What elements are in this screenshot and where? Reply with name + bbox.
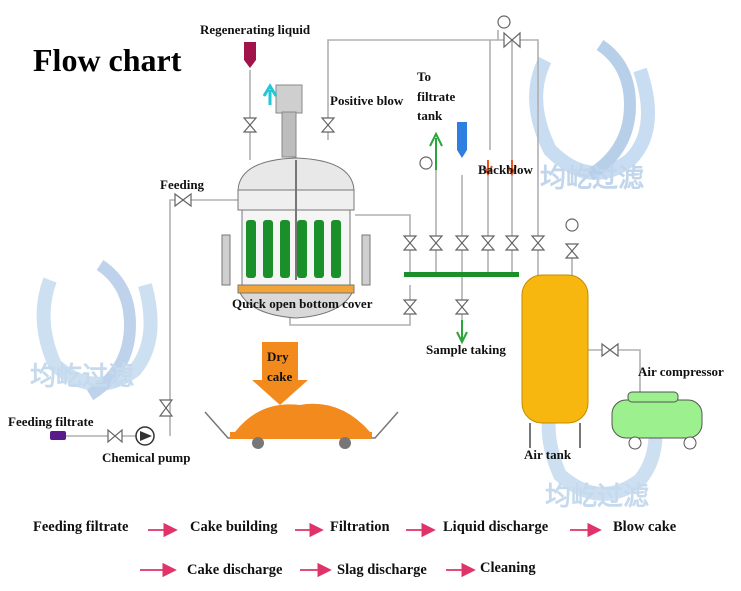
label-dry-cake: Dry cake (267, 349, 293, 384)
step-liquid-discharge: Liquid discharge (443, 519, 549, 535)
backblow-arrow-2 (507, 160, 517, 177)
filtrate-probe (457, 122, 467, 158)
step-filtration: Filtration (330, 519, 390, 535)
dry-cake-arrow (252, 342, 308, 405)
svg-text:均屹过滤: 均屹过滤 (545, 482, 649, 512)
watermark-logo-left: 均屹过滤 (30, 260, 158, 401)
label-sample-taking: Sample taking (426, 342, 506, 357)
page-title: Flow chart (33, 42, 182, 78)
svg-text:均屹过滤: 均屹过滤 (30, 362, 134, 392)
air-tank (521, 274, 589, 448)
label-regenerating-liquid: Regenerating liquid (200, 22, 311, 37)
air-compressor (611, 391, 703, 450)
process-arrows (140, 522, 602, 578)
label-feeding-filtrate: Feeding filtrate (8, 414, 94, 429)
step-cleaning: Cleaning (480, 560, 536, 576)
chemical-pump (135, 426, 155, 446)
cake-cart (204, 403, 399, 449)
label-chemical-pump: Chemical pump (102, 450, 191, 465)
feeding-inlet (50, 431, 66, 440)
vent-arrow (262, 83, 278, 105)
filter-vessel (221, 84, 371, 319)
step-feeding-filtrate: Feeding filtrate (33, 519, 129, 535)
label-positive-blow: Positive blow (330, 93, 404, 108)
label-air-compressor: Air compressor (638, 364, 724, 379)
label-backblow: Backblow (478, 162, 533, 177)
step-blow-cake: Blow cake (613, 519, 677, 535)
valves (107, 31, 619, 444)
label-air-tank: Air tank (524, 447, 572, 462)
watermark-logo-bottom: 均屹过滤 (541, 387, 663, 512)
sample-arrow (456, 320, 468, 345)
regenerating-liquid-marker (244, 42, 256, 68)
watermark-logo-top: 均屹过滤 (529, 40, 655, 194)
step-cake-discharge: Cake discharge (187, 562, 283, 578)
label-feeding: Feeding (160, 177, 205, 192)
label-to-filtrate-tank: To filtrate tank (417, 69, 456, 123)
step-slag-discharge: Slag discharge (337, 562, 427, 578)
manifold-bar (404, 272, 519, 277)
pressure-gauges (419, 15, 579, 232)
label-quick-open-bottom-cover: Quick open bottom cover (232, 296, 373, 311)
filter-elements (246, 220, 341, 278)
step-cake-building: Cake building (190, 519, 278, 535)
svg-text:均屹过滤: 均屹过滤 (540, 164, 644, 194)
to-filtrate-arrow (429, 131, 443, 170)
backblow-arrow-1 (483, 160, 493, 177)
